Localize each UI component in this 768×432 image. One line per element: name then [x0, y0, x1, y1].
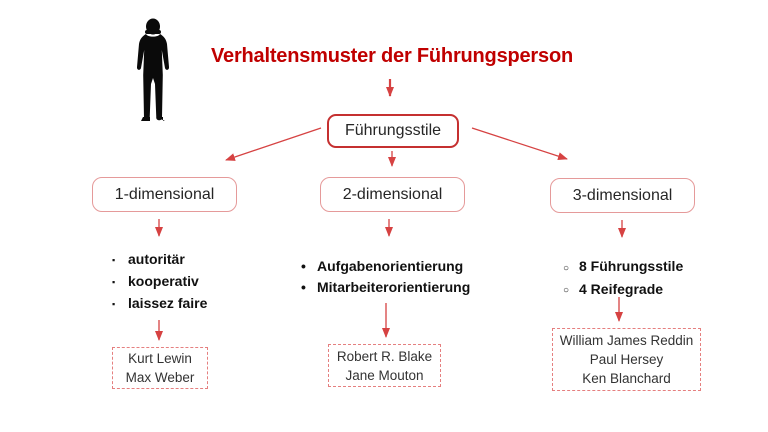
author-name: Ken Blanchard [582, 371, 671, 386]
bullet-text: 4 Reifegrade [579, 280, 664, 297]
square-bullet-icon: ▪ [112, 255, 116, 265]
disc-bullet-icon: • [301, 258, 306, 274]
list-item: ○ 8 Führungsstile [563, 256, 683, 279]
node-2-dimensional: 2-dimensional [320, 177, 465, 212]
authors-box-2dim: Robert R. Blake Jane Mouton [328, 344, 441, 387]
node-label: Führungsstile [344, 122, 442, 139]
bullet-text: laissez faire [128, 295, 208, 311]
author-name: Max Weber [125, 370, 195, 385]
list-item: • Aufgabenorientierung [301, 256, 470, 277]
arrow-root-to-3dim [471, 127, 568, 161]
node-3-dimensional: 3-dimensional [550, 178, 695, 213]
node-1-dimensional: 1-dimensional [92, 177, 237, 212]
bullet-text: autoritär [128, 251, 185, 267]
authors-box-1dim: Kurt Lewin Max Weber [112, 347, 208, 389]
node-fuehrungsstile: Führungsstile [327, 114, 459, 148]
list-item: ▪ laissez faire [112, 293, 207, 315]
author-name: Jane Mouton [345, 367, 424, 383]
square-bullet-icon: ▪ [112, 277, 116, 287]
list-item: ○ 4 Reifegrade [563, 279, 683, 302]
bullet-list-1dim: ▪ autoritär ▪ kooperativ ▪ laissez faire [112, 249, 207, 315]
author-name: Robert R. Blake [336, 348, 433, 364]
bullet-list-2dim: • Aufgabenorientierung • Mitarbeiterorient… [301, 256, 470, 298]
author-name: Paul Hersey [589, 352, 664, 367]
businessman-silhouette-icon [136, 18, 170, 121]
node-label: 1-dimensional [114, 185, 215, 203]
authors-box-3dim: William James Reddin Paul Hersey Ken Bla… [552, 328, 701, 391]
node-label: 3-dimensional [572, 186, 673, 204]
bullet-text: 8 Führungsstile [579, 258, 684, 274]
list-item: ▪ autoritär [112, 249, 207, 271]
list-item: ▪ kooperativ [112, 271, 207, 293]
author-name: Kurt Lewin [128, 351, 192, 366]
arrow-root-to-1dim [225, 127, 322, 161]
bullet-list-3dim: ○ 8 Führungsstile ○ 4 Reifegrade [563, 256, 683, 301]
bullet-text: Mitarbeiterorientierung [317, 279, 471, 295]
list-item: • Mitarbeiterorientierung [301, 277, 470, 298]
bullet-text: Aufgabenorientierung [317, 258, 464, 274]
circle-bullet-icon: ○ [563, 285, 570, 296]
bullet-text: kooperativ [128, 273, 199, 289]
disc-bullet-icon: • [301, 279, 306, 295]
node-label: 2-dimensional [342, 185, 443, 203]
author-name: William James Reddin [559, 333, 694, 348]
square-bullet-icon: ▪ [112, 299, 116, 309]
circle-bullet-icon: ○ [563, 262, 570, 274]
slide-title: Verhaltensmuster der Führungsperson [211, 45, 573, 67]
